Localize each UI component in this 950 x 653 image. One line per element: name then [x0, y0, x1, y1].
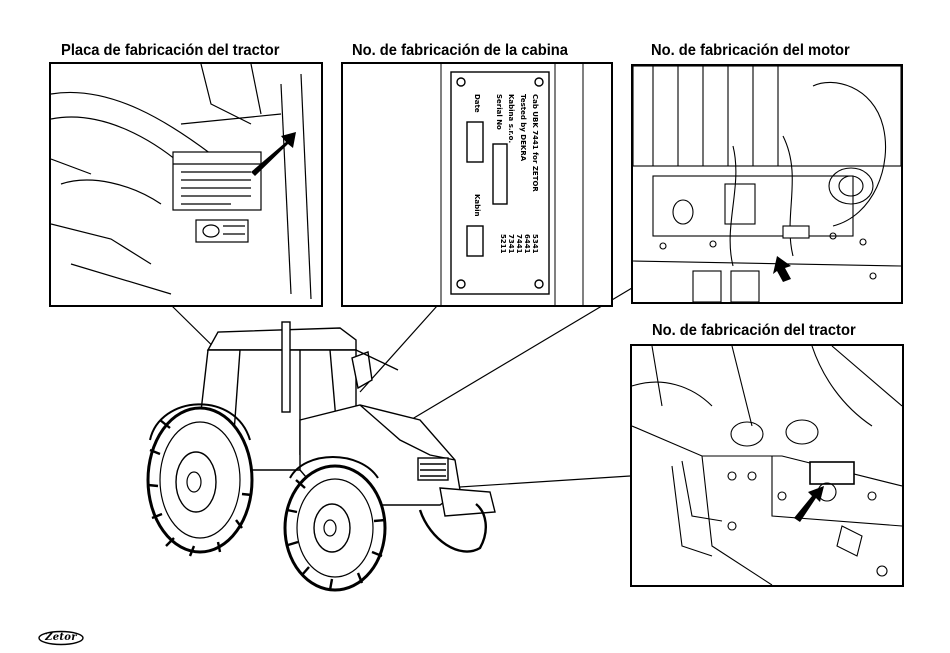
- cab-plate-model-3: 7441: [515, 234, 523, 254]
- cab-plate-model-5: 5211: [499, 234, 507, 254]
- zetor-logo: Zetor: [37, 630, 85, 646]
- zetor-logo-text: Zetor: [37, 630, 85, 646]
- panel-tractor-plate: [49, 62, 323, 307]
- cab-plate-line2: Tested by DEKRA: [519, 94, 527, 162]
- panel-engine-number: [631, 64, 903, 304]
- cab-plate-date-label: Date: [473, 94, 481, 113]
- front-wheel: [285, 466, 385, 590]
- rear-wheel: [148, 408, 252, 556]
- cab-plate-model-1: 5341: [531, 234, 539, 254]
- cab-plate-serial-label: Serial No: [495, 94, 503, 130]
- panel-cab-number: Cab UBK 7441 for ZETOR Tested by DEKRA K…: [341, 62, 613, 307]
- arrow-icon: [794, 486, 824, 522]
- arrow-icon: [773, 256, 791, 282]
- cab-plate-model-2: 6441: [523, 234, 531, 254]
- cab-plate-line1: Cab UBK 7441 for ZETOR: [531, 94, 539, 192]
- panel-tractor-number: [630, 344, 904, 587]
- cab-plate-line3: Kabina s.r.o.: [507, 94, 515, 143]
- tractor-plate-label: [173, 152, 261, 242]
- cab-plate-kabin-label: Kabin: [473, 194, 481, 217]
- cab-plate-model-4: 7341: [507, 234, 515, 254]
